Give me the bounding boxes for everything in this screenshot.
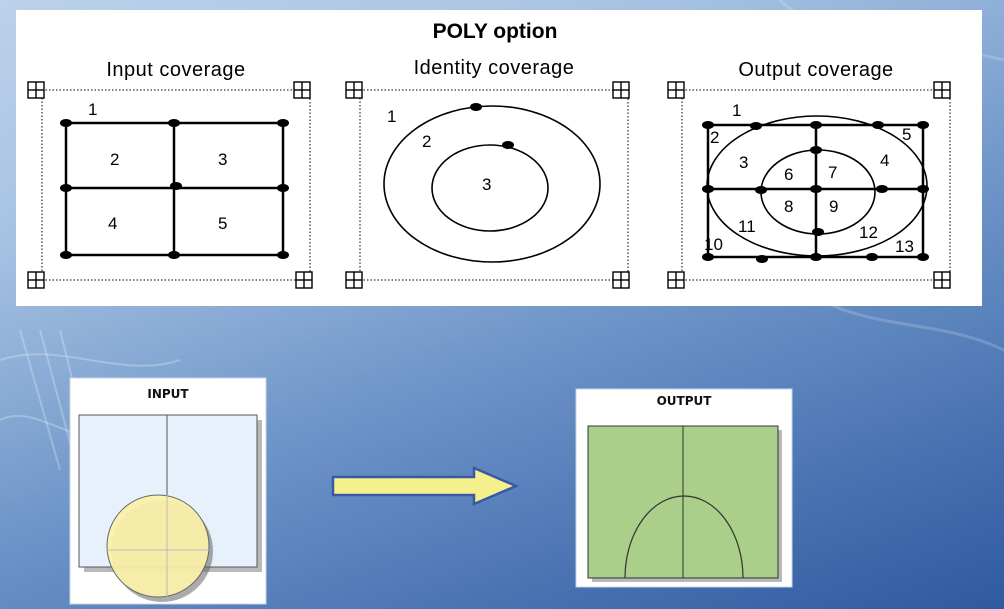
polygon-label: 10 bbox=[704, 235, 723, 254]
input-coverage-figure: 1 2 3 4 5 bbox=[27, 81, 313, 289]
input-circle bbox=[106, 494, 210, 598]
polygon-label: 2 bbox=[422, 132, 431, 151]
tic-marker-icon bbox=[345, 81, 363, 99]
arrow-icon bbox=[331, 466, 520, 506]
tic-marker-icon bbox=[295, 271, 313, 289]
output-label: OUTPUT bbox=[657, 394, 713, 408]
input-card: INPUT bbox=[69, 377, 267, 605]
tic-marker-icon bbox=[667, 81, 685, 99]
polygon-label: 5 bbox=[218, 214, 227, 233]
input-label: INPUT bbox=[147, 387, 189, 401]
tic-marker-icon bbox=[933, 81, 951, 99]
polygon-label: 4 bbox=[880, 151, 889, 170]
polygon-label: 3 bbox=[482, 175, 491, 194]
polygon-label: 2 bbox=[110, 150, 119, 169]
tic-marker-icon bbox=[612, 81, 630, 99]
polygon-label: 11 bbox=[738, 217, 756, 236]
polygon-label: 6 bbox=[784, 165, 793, 184]
tic-marker-icon bbox=[293, 81, 311, 99]
diagram-title: POLY option bbox=[433, 20, 558, 43]
polygon-label: 4 bbox=[108, 214, 117, 233]
polygon-label: 1 bbox=[88, 100, 97, 119]
polygon-label: 3 bbox=[218, 150, 227, 169]
polygon-label: 2 bbox=[710, 128, 719, 147]
identity-coverage-heading: Identity coverage bbox=[414, 57, 575, 79]
polygon-label: 12 bbox=[859, 223, 878, 242]
tic-marker-icon bbox=[667, 271, 685, 289]
input-coverage-heading: Input coverage bbox=[106, 59, 245, 81]
identity-coverage-figure: 1 2 3 bbox=[345, 81, 630, 289]
polygon-label: 13 bbox=[895, 237, 914, 256]
tic-marker-icon bbox=[27, 81, 45, 99]
tic-marker-icon bbox=[612, 271, 630, 289]
poly-option-panel: POLY option Input coverage Identity cove… bbox=[16, 10, 982, 306]
tic-marker-icon bbox=[345, 271, 363, 289]
output-coverage-heading: Output coverage bbox=[738, 59, 893, 81]
polygon-label: 3 bbox=[739, 153, 748, 172]
tic-marker-icon bbox=[27, 271, 45, 289]
polygon-label: 9 bbox=[829, 197, 838, 216]
polygon-label: 1 bbox=[732, 101, 741, 120]
tic-marker-icon bbox=[933, 271, 951, 289]
polygon-label: 7 bbox=[828, 163, 837, 182]
polygon-label: 1 bbox=[387, 107, 396, 126]
polygon-label: 5 bbox=[902, 125, 911, 144]
output-arc bbox=[624, 495, 744, 579]
polygon-label: 8 bbox=[784, 197, 793, 216]
output-card: OUTPUT bbox=[575, 388, 793, 588]
output-coverage-figure: 1 2 3 4 5 6 7 8 9 10 11 12 13 bbox=[667, 81, 951, 289]
